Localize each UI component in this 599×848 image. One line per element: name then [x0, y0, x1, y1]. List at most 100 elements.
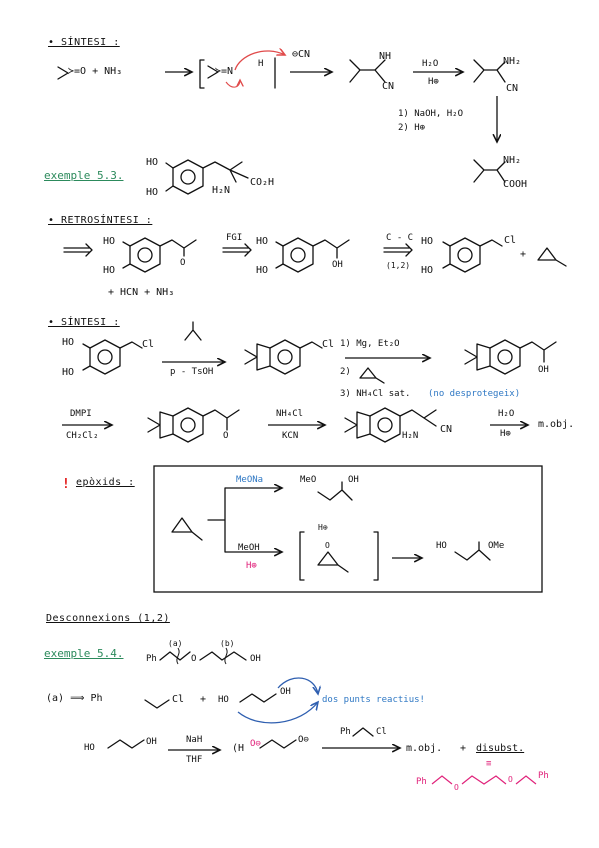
- synth-catechol-ring: [82, 339, 143, 375]
- hydrolysis-step-1: 1) NaOH, H₂O: [398, 109, 464, 119]
- retro-ho-6: HO: [421, 265, 434, 276]
- warning-icon: !: [62, 477, 70, 492]
- no-deprotect-note: (no desprotegeix): [428, 389, 521, 399]
- nh4cl-reagent: NH₄Cl: [276, 409, 304, 419]
- retro-ho-2: HO: [103, 265, 116, 276]
- nh2-final: NH₂: [503, 155, 522, 166]
- cn2-text: CN: [506, 83, 519, 94]
- branch-lines: [207, 487, 226, 553]
- dianion-open: (H: [232, 743, 245, 754]
- hydrolysis-acid: H⊕: [500, 429, 511, 439]
- kcn-reagent: KCN: [282, 431, 299, 441]
- imine-skeleton: [207, 65, 219, 79]
- acetonide-aminonitrile-ring: [344, 407, 437, 443]
- retro-ho-5: HO: [421, 236, 434, 247]
- dopa-ho-top: HO: [146, 157, 159, 168]
- hydrolysis-water: H₂O: [498, 409, 515, 419]
- retro-ho-4: HO: [256, 265, 269, 276]
- bracket-left: [199, 59, 205, 89]
- route-a-oh: OH: [280, 687, 291, 697]
- protonated-h: H⊕: [318, 523, 328, 532]
- retro-arrow-1: [63, 243, 93, 257]
- retro-ketone-o: O: [180, 258, 186, 268]
- cyanide-text: ⊖CN: [292, 49, 311, 60]
- cut-b-label: (b): [220, 639, 235, 648]
- retro-ketone-ring: [122, 237, 197, 273]
- cooh-text: COOH: [503, 179, 528, 190]
- ch2cl2-solvent: CH₂Cl₂: [66, 431, 99, 441]
- dopa-ho-bottom: HO: [146, 187, 159, 198]
- blue-arrow-top: [277, 677, 318, 694]
- dopa-h2n: H₂N: [212, 185, 231, 196]
- acid-catalyst: H⊕: [246, 561, 257, 571]
- disubst-label: disubst.: [476, 743, 525, 754]
- dmp-reagent: DMPI: [70, 409, 92, 419]
- acetonide-ring-1: [244, 339, 323, 375]
- disubst-product-chain: [431, 775, 537, 785]
- disubst-ph-right: Ph: [538, 771, 549, 781]
- ex54-o: O: [191, 654, 197, 664]
- red-curl-arrow: [225, 80, 240, 88]
- fgi-label: FGI: [226, 233, 243, 243]
- meoh-reagent: MeOH: [238, 543, 260, 553]
- nah-reagent: NaH: [186, 735, 203, 745]
- synthesis-heading-2: • SÍNTESI :: [48, 317, 120, 328]
- aminonitrile-2-skeleton: [473, 59, 506, 83]
- benzylation-ph: Ph: [340, 727, 351, 737]
- equivalent-sign: ≡: [486, 759, 492, 769]
- benzylation-cl: Cl: [376, 727, 387, 737]
- basic-product: [317, 481, 353, 501]
- cut-a-label: (a): [168, 639, 183, 648]
- example-5-4-title: exemple 5.4.: [44, 647, 124, 660]
- cc-position: (1,2): [386, 261, 411, 270]
- bracket-left-2: [299, 531, 305, 581]
- retro-arrow-fgi: [222, 243, 252, 257]
- reagents-text: ≻=O + NH₃: [68, 66, 123, 77]
- product-plus: +: [460, 743, 467, 754]
- retro-benzyl-chloride-ring: [442, 237, 503, 273]
- retro-arrow-cc: [383, 243, 413, 257]
- synth-cl-2: Cl: [322, 339, 335, 350]
- ptsoh-label: p - TsOH: [170, 367, 214, 377]
- acidic-product: [454, 541, 491, 561]
- water-reagent: H₂O: [422, 59, 439, 69]
- red-attack-arrow: [234, 51, 285, 71]
- synth-oh: OH: [538, 365, 549, 375]
- dianion-o1: O⊖: [250, 739, 261, 749]
- synthesis-heading-1: • SÍNTESI :: [48, 37, 120, 48]
- protonated-o: O: [325, 541, 330, 550]
- blue-arrow-bottom: [237, 702, 318, 724]
- benzyl-chloride-2-chain: [352, 727, 374, 737]
- disubst-o-1: O: [454, 783, 459, 792]
- target-molecule-1: m.obj.: [538, 419, 575, 430]
- basic-meo: MeO: [300, 475, 317, 485]
- route-a-plus: +: [200, 694, 207, 705]
- cc-label: C - C: [386, 233, 414, 243]
- ex54-chain: [159, 651, 247, 661]
- protonated-epoxide: [317, 551, 349, 573]
- synth-ho-2: HO: [62, 367, 75, 378]
- dopa-co2h: CO₂H: [250, 177, 275, 188]
- aminonitrile-skeleton: [349, 59, 386, 83]
- epoxide-box: [153, 465, 543, 593]
- hydrolysis-step-2: 2) H⊕: [398, 123, 426, 133]
- synth-ketone-o: O: [223, 431, 229, 441]
- propylene-oxide-1: [537, 247, 567, 267]
- meona-reagent: MeONa: [236, 475, 264, 485]
- basic-oh: OH: [348, 475, 359, 485]
- dopa-benzene-ring: [165, 159, 249, 195]
- target-molecule-2: m.obj.: [406, 743, 443, 754]
- acetone-skeleton: [57, 66, 69, 80]
- reactive-points-note: dos punts reactius!: [322, 695, 425, 705]
- ex54-oh: OH: [250, 654, 261, 664]
- epoxide-reagent: [359, 367, 385, 384]
- dianion-o2: O⊖: [298, 735, 309, 745]
- ex54-ph: Ph: [146, 654, 157, 664]
- nh-text: NH: [379, 51, 392, 62]
- route-a: (a) ⟹ Ph: [46, 693, 103, 704]
- retro-oh: OH: [332, 260, 343, 270]
- retro-plus: +: [520, 249, 527, 260]
- example-5-3-title: exemple 5.3.: [44, 169, 124, 182]
- disubst-ph-left: Ph: [416, 777, 427, 787]
- imine-text: ≻=N: [215, 66, 234, 77]
